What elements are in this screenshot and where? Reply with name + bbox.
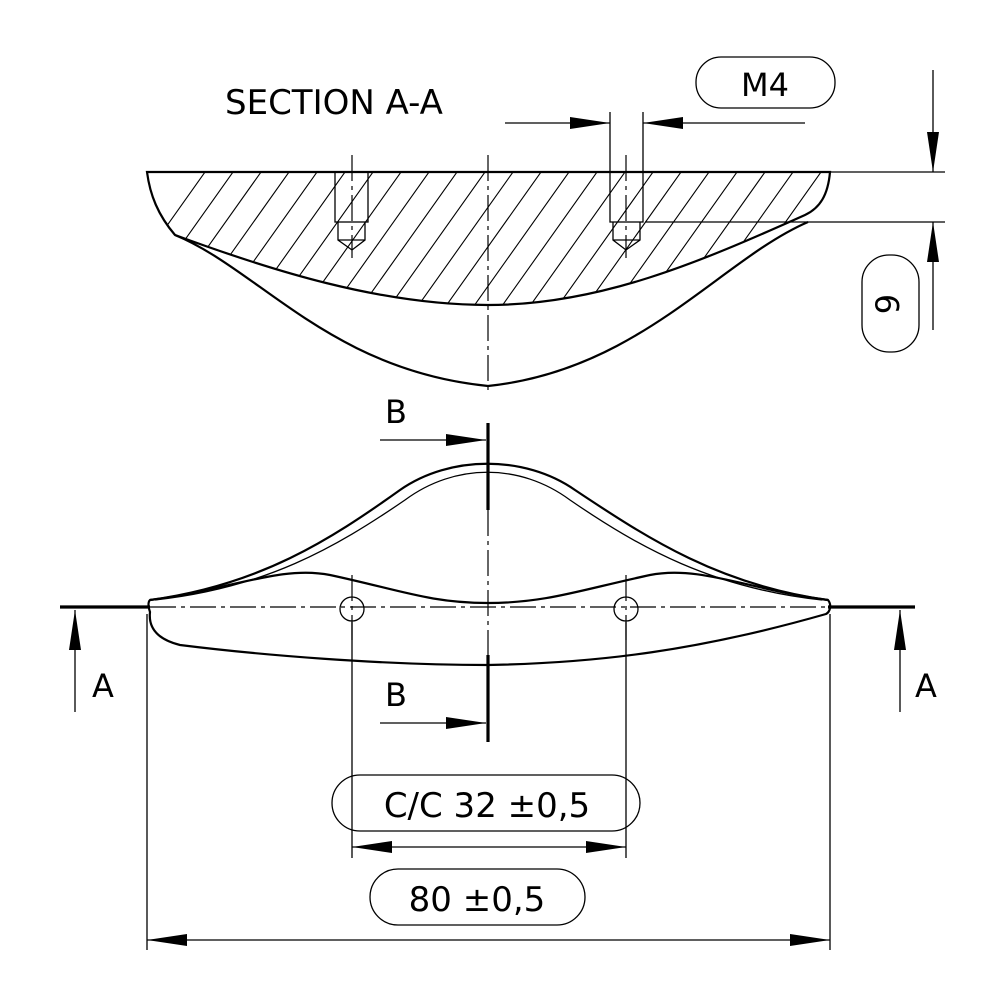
thread-label: M4 <box>741 66 789 104</box>
svg-text:B: B <box>385 676 407 714</box>
hatch-line <box>940 165 1000 320</box>
hatch-line <box>407 172 519 305</box>
hatch-line <box>463 172 575 305</box>
overall-length-dimension: 80 ±0,5 <box>146 614 831 950</box>
top-view: B B A A C/C 32 ±0,5 <box>60 393 937 950</box>
hatch-line <box>575 172 687 305</box>
section-hatching <box>147 165 1000 320</box>
hatch-line <box>519 172 631 305</box>
hatch-line <box>379 172 491 305</box>
hatch-line <box>435 172 547 305</box>
section-mark-b-bottom: B <box>380 655 490 742</box>
section-mark-a-left: A <box>69 610 114 712</box>
section-mark-a-right: A <box>894 610 937 712</box>
section-hatched-outline <box>145 170 832 307</box>
hatch-line <box>912 165 1000 320</box>
svg-text:A: A <box>92 667 114 705</box>
svg-text:B: B <box>385 393 407 431</box>
hatch-line <box>547 172 659 305</box>
hatch-line <box>659 172 771 305</box>
thread-dimension: M4 <box>505 56 836 172</box>
center-distance-label: C/C 32 ±0,5 <box>384 786 590 826</box>
section-view: SECTION A-A M4 <box>145 56 1000 395</box>
handle-base-outline <box>147 571 832 667</box>
depth-label: 9 <box>869 294 907 314</box>
overall-length-label: 80 ±0,5 <box>409 880 546 920</box>
hatch-line <box>491 172 603 305</box>
section-title: SECTION A-A <box>225 83 443 123</box>
section-mark-b-top: B <box>380 393 490 510</box>
hatch-line <box>155 172 267 305</box>
depth-dimension: 9 <box>645 70 945 353</box>
center-distance-dimension: C/C 32 ±0,5 <box>331 622 641 858</box>
hatch-line <box>968 165 1000 320</box>
hatch-line <box>603 172 715 305</box>
hatch-line <box>996 165 1000 320</box>
svg-text:A: A <box>915 667 937 705</box>
hatch-line <box>743 172 830 305</box>
hatch-line <box>183 172 295 305</box>
hatch-line <box>211 172 323 305</box>
hatch-line <box>631 172 743 305</box>
hatch-line <box>239 172 351 305</box>
hatch-line <box>147 172 239 305</box>
